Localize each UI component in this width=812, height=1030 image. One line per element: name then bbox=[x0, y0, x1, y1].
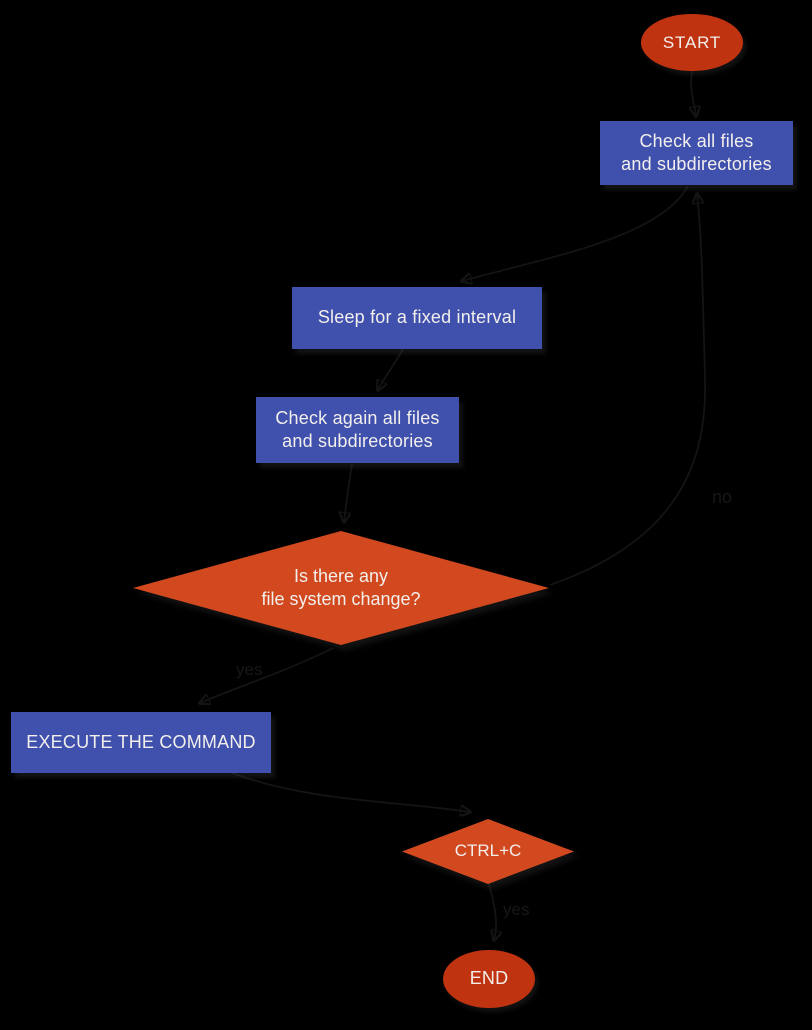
check-files-line2: and subdirectories bbox=[621, 154, 772, 174]
ctrlc-decision-shape: CTRL+C bbox=[402, 819, 574, 884]
edge-checkagain-to-decision bbox=[344, 463, 353, 522]
end-node: END bbox=[443, 950, 535, 1008]
edge-check-to-sleep bbox=[462, 185, 689, 281]
edge-ctrlc-to-end bbox=[488, 883, 496, 940]
edge-decision-yes-to-execute bbox=[200, 647, 334, 703]
end-label: END bbox=[469, 968, 509, 989]
execute-command-label: EXECUTE THE COMMAND bbox=[26, 731, 256, 752]
ctrlc-label: CTRL+C bbox=[454, 841, 522, 861]
start-label: START bbox=[662, 32, 722, 52]
change-decision-shape: Is there any file system change? bbox=[133, 531, 549, 645]
start-node: START bbox=[641, 14, 743, 71]
sleep-node: Sleep for a fixed interval bbox=[292, 287, 542, 349]
change-decision-line2: file system change? bbox=[261, 589, 421, 609]
check-again-line2: and subdirectories bbox=[282, 431, 433, 451]
edge-start-to-check bbox=[691, 70, 696, 116]
change-decision-node: Is there any file system change? bbox=[133, 531, 549, 645]
check-again-node: Check again all files and subdirectories bbox=[256, 397, 459, 463]
decision-no-label: no bbox=[712, 487, 733, 507]
change-decision-line1: Is there any bbox=[293, 565, 389, 586]
ctrlc-decision-node: CTRL+C bbox=[402, 819, 574, 884]
check-files-line1: Check all files bbox=[639, 130, 754, 151]
edge-decision-no-loop bbox=[549, 194, 706, 586]
ctrlc-yes-label: yes bbox=[503, 900, 530, 919]
check-files-node: Check all files and subdirectories bbox=[600, 121, 793, 185]
execute-command-node: EXECUTE THE COMMAND bbox=[11, 712, 271, 773]
sleep-label: Sleep for a fixed interval bbox=[317, 307, 517, 328]
check-again-line1: Check again all files bbox=[275, 407, 440, 428]
decision-yes-label: yes bbox=[236, 660, 263, 679]
edge-execute-to-ctrlc bbox=[231, 772, 470, 812]
edge-sleep-to-checkagain bbox=[378, 348, 404, 390]
